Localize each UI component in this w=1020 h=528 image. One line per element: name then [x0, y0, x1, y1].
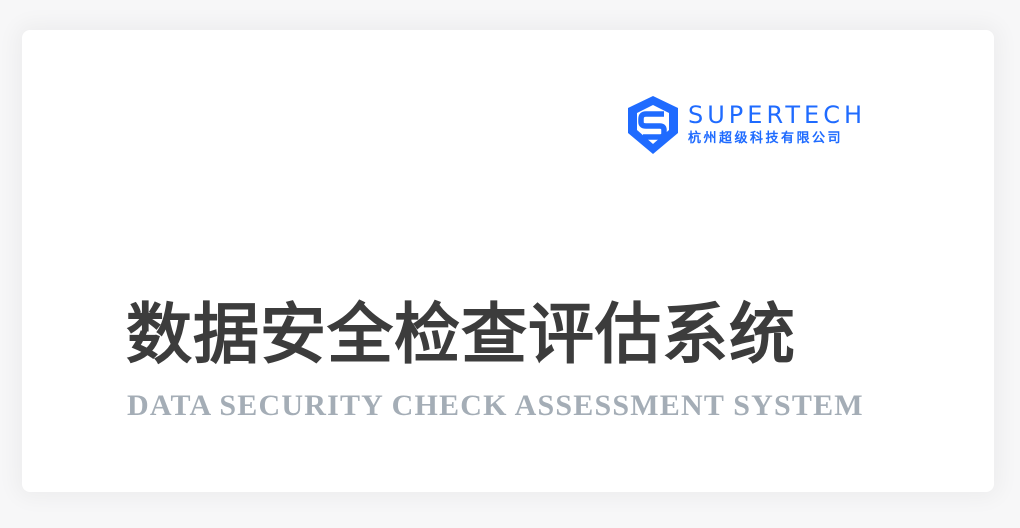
system-title-english: DATA SECURITY CHECK ASSESSMENT SYSTEM [127, 389, 864, 422]
logo-text: SUPERTECH 杭州超级科技有限公司 [688, 102, 866, 148]
brand-name: SUPERTECH [688, 101, 866, 129]
splash-card [22, 30, 994, 492]
shield-s-icon [628, 96, 678, 154]
system-title-chinese: 数据安全检查评估系统 [126, 295, 796, 373]
company-name: 杭州超级科技有限公司 [688, 131, 844, 146]
company-logo: SUPERTECH 杭州超级科技有限公司 [624, 94, 866, 156]
